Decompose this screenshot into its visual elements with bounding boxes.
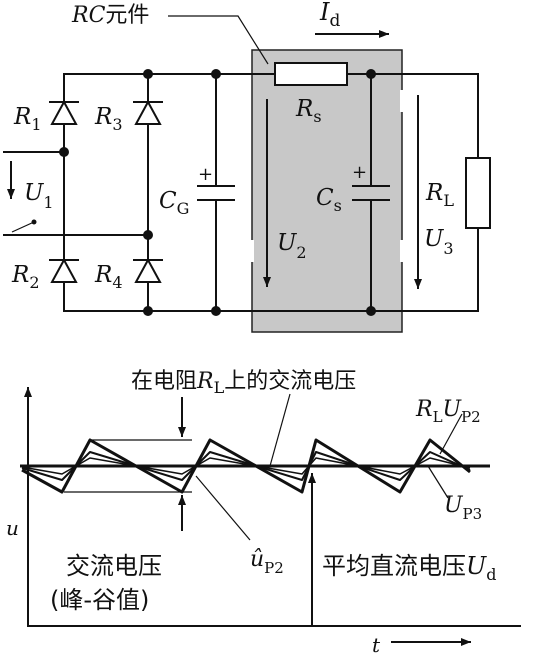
y-axis-label: u <box>6 516 19 540</box>
r1-label: R1 <box>13 104 42 134</box>
r4-label: R4 <box>94 262 123 292</box>
peak-label: ûP2 <box>250 547 284 577</box>
r2-label: R2 <box>11 262 40 292</box>
circuit-wires <box>3 73 479 312</box>
cg-plus: + <box>198 164 213 185</box>
diode-r1 <box>49 99 79 125</box>
ac-voltage-line1: 交流电压 <box>66 552 162 580</box>
waveforms <box>21 438 471 494</box>
u2-label: U2 <box>277 230 307 262</box>
ac-voltage-line2: (峰-谷值) <box>50 586 149 614</box>
diode-r4 <box>133 257 163 283</box>
resistor-rl <box>465 157 491 229</box>
input-switch <box>11 221 35 233</box>
cs-label: Cs <box>316 185 342 215</box>
rc-element-box <box>251 49 403 333</box>
u1-label: U1 <box>24 180 54 212</box>
dc-voltage-label: 平均直流电压Ud <box>322 552 496 584</box>
rl-up2-label: RLUP2 <box>415 397 481 426</box>
diode-r3 <box>133 99 163 125</box>
rc-leader-line <box>168 15 269 65</box>
rs-label: Rs <box>295 96 322 126</box>
waveform-leaders <box>195 393 463 541</box>
waveform-inner <box>21 457 471 475</box>
waveform-title: 在电阻RL上的交流电压 <box>131 369 356 397</box>
resistor-rs <box>274 62 348 86</box>
up3-label: UP3 <box>444 493 482 523</box>
current-id-label: Id <box>319 0 340 31</box>
x-axis-label: t <box>372 633 381 654</box>
capacitor-cg <box>197 185 235 201</box>
box-border-gaps <box>250 90 404 262</box>
rc-element-label: RC元件 <box>71 3 149 28</box>
envelope-lines <box>64 439 192 493</box>
u3-label: U3 <box>424 226 454 258</box>
diode-r2 <box>49 257 79 283</box>
junction-dots <box>59 69 376 316</box>
cg-label: CG <box>159 188 189 218</box>
rl-label: RL <box>425 180 454 210</box>
capacitor-cs <box>352 185 390 201</box>
cs-plus: + <box>352 162 367 183</box>
r3-label: R3 <box>94 104 123 134</box>
